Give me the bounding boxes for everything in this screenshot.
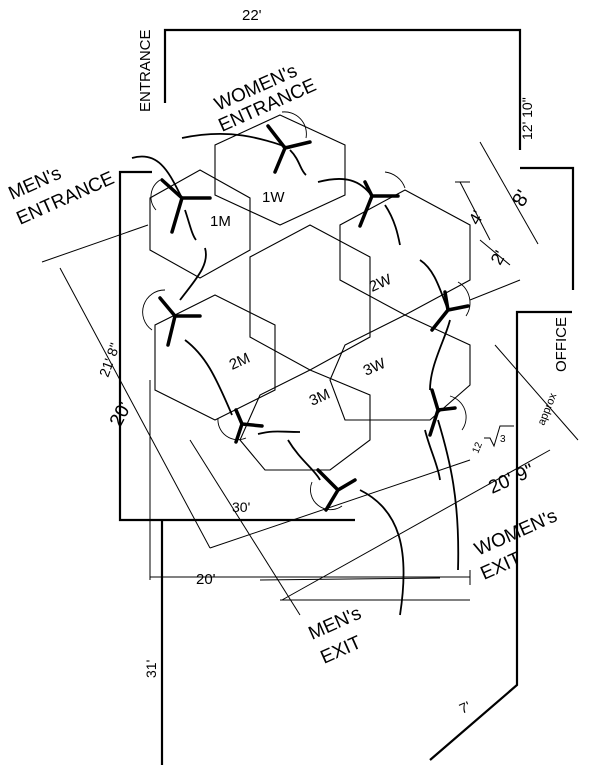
dim-21-8: 21' 8" <box>96 341 123 379</box>
hex-cell-3w <box>329 314 471 421</box>
flow-paths <box>131 132 460 616</box>
hex-cell-center <box>249 224 371 371</box>
cell-1m: 1M <box>210 213 231 230</box>
dimension-lines <box>41 141 579 616</box>
dim-20-left: 20' <box>106 399 136 431</box>
dim-31: 31' <box>143 660 159 678</box>
slope-rise: 3 <box>500 434 506 445</box>
hex-cells <box>149 114 471 471</box>
dim-22: 22' <box>242 7 262 24</box>
left-wall <box>118 170 355 522</box>
hex-cell-3m <box>239 369 371 471</box>
cell-2m: 2M <box>227 350 253 374</box>
cell-3w: 3W <box>361 355 389 380</box>
hex-cell-1w <box>214 114 346 226</box>
building-walls <box>118 28 575 765</box>
cell-3m: 3M <box>307 386 333 410</box>
hex-cell-1m <box>149 169 251 279</box>
dim-8: 8' <box>508 187 535 211</box>
dim-20-9: 20' 9" <box>485 460 537 498</box>
slope-symbol <box>484 425 514 448</box>
right-wall-upper <box>520 166 575 290</box>
hex-cell-2w <box>339 189 471 316</box>
office-label: OFFICE <box>553 317 570 372</box>
dim-2: 2' <box>487 247 510 268</box>
cell-2w: 2W <box>367 271 395 296</box>
dim-4: 4' <box>465 207 488 228</box>
slope-run: 12 <box>471 440 486 455</box>
dim-20-bottom: 20' <box>196 571 216 588</box>
dim-12-10: 12' 10" <box>519 97 535 140</box>
doors <box>142 111 471 512</box>
dim-30: 30' <box>232 499 250 515</box>
entrance-vertical-label: ENTRANCE <box>137 29 154 112</box>
right-wall-lower <box>429 310 572 761</box>
approx-label: approx <box>536 391 560 427</box>
hex-cell-2m <box>154 294 276 421</box>
cell-1w: 1W <box>262 189 285 206</box>
dim-7: 7' <box>457 698 473 717</box>
top-wall <box>163 28 522 150</box>
